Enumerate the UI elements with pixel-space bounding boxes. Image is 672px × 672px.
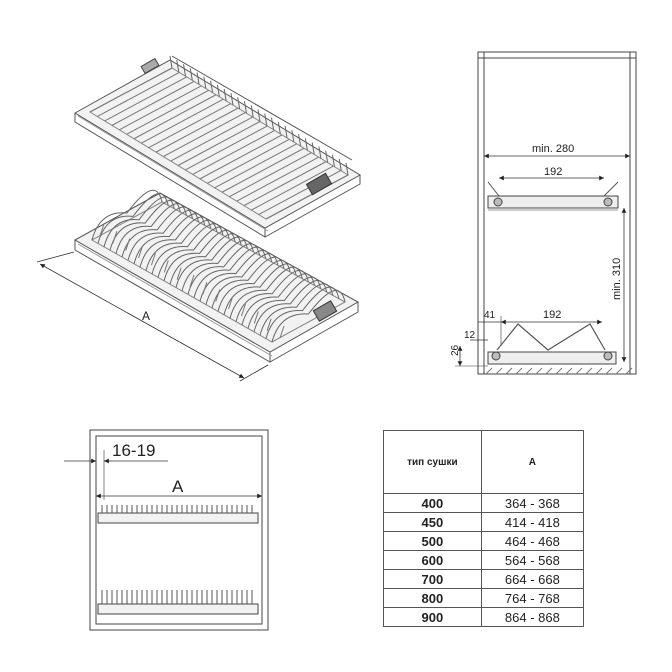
table-cell-type: 450 [383,512,482,532]
table-cell-a: 664 - 668 [481,569,585,589]
side-label-min-310: min. 310 [611,258,623,300]
table-header-type: тип сушки [383,430,482,494]
table-cell-type: 900 [383,607,482,627]
table-cell-a: 864 - 868 [481,607,585,627]
side-label-26: 26 [450,344,461,356]
table-cell-a: 564 - 568 [481,550,585,570]
iso-dimension-a [36,251,269,382]
table-cell-a: 764 - 768 [481,588,585,608]
table-cell-type: 500 [383,531,482,551]
table-cell-a: 364 - 368 [481,493,585,513]
side-label-min-280: min. 280 [532,143,574,155]
table-cell-type: 600 [383,550,482,570]
iso-bottom-rack [73,189,360,363]
front-label-a: A [172,477,184,496]
table-cell-a: 464 - 468 [481,531,585,551]
front-label-16-19: 16-19 [112,441,155,460]
side-label-41: 41 [484,310,496,321]
table-header-a: A [480,430,585,494]
front-view [64,429,269,631]
table-cell-type: 700 [383,569,482,589]
table-cell-a: 414 - 418 [481,512,585,532]
side-view [455,51,637,375]
side-label-12: 12 [464,330,476,341]
iso-top-rack [74,55,361,238]
side-label-top-192: 192 [544,166,562,178]
table-cell-type: 800 [383,588,482,608]
table-cell-type: 400 [383,493,482,513]
iso-label-a: A [142,309,150,323]
side-label-bottom-192: 192 [543,309,561,321]
